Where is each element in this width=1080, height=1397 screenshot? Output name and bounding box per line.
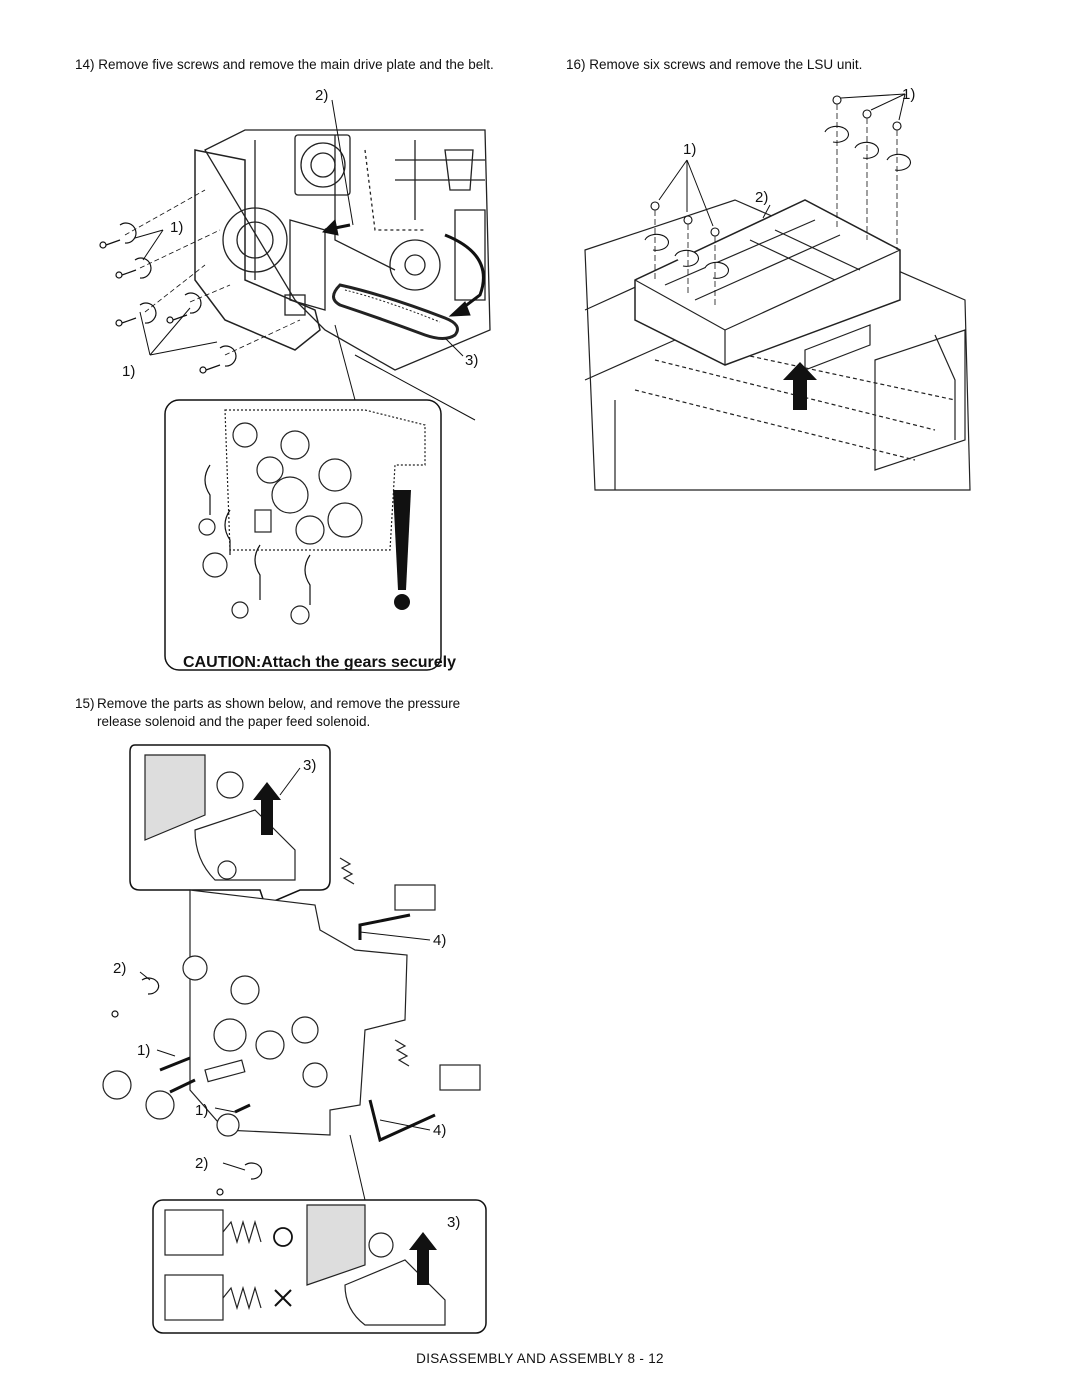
page-footer: DISASSEMBLY AND ASSEMBLY 8 - 12 — [416, 1351, 664, 1366]
callout-screw-lower: 2) — [195, 1155, 208, 1172]
correct-position-icon — [273, 1227, 293, 1247]
lift-arrow-icon — [783, 362, 817, 410]
screw-icons — [99, 222, 237, 374]
figure-lsu-unit: 1) 1) 2) — [575, 80, 975, 500]
machine-frame-illustration — [194, 129, 491, 371]
lsu-frame-illustration — [584, 199, 971, 491]
callout-solenoid-upper: 4) — [433, 932, 446, 949]
incorrect-position-icon — [274, 1289, 292, 1307]
callout-gears-upper: 1) — [137, 1042, 150, 1059]
solenoid-screw-icons — [111, 977, 263, 1196]
gear-assembly-illustration — [198, 409, 426, 625]
figure-solenoids: 3) 4) 2) 1) 1) 4) 2) 3) — [95, 740, 495, 1340]
caution-exclamation-icon — [393, 490, 411, 610]
callout-top-screws: 1) — [902, 86, 915, 103]
figure-main-drive-plate: 2) 1) 1) 3) — [95, 80, 520, 680]
callout-front-screws: 1) — [683, 141, 696, 158]
lift-arrow-icon-lower — [409, 1232, 437, 1285]
callout-solenoid-lower: 4) — [433, 1122, 446, 1139]
step-15-line-2: release solenoid and the paper feed sole… — [97, 714, 371, 729]
callout-belt: 3) — [465, 352, 478, 369]
callout-screw-upper: 2) — [113, 960, 126, 977]
drive-plate-illustration — [102, 857, 481, 1137]
step-15-line-1: Remove the parts as shown below, and rem… — [97, 696, 461, 711]
callout-belt-removal: 2) — [315, 87, 328, 104]
callout-lsu-unit: 2) — [755, 189, 768, 206]
gear-attach-arrows — [204, 464, 311, 605]
lift-arrow-icon-upper — [253, 782, 281, 835]
callout-gears-lower: 1) — [195, 1102, 208, 1119]
step-15-text: 15)Remove the parts as shown below, and … — [75, 695, 515, 731]
callout-upper-lever: 3) — [303, 757, 316, 774]
caution-text: CAUTION:Attach the gears securely — [183, 654, 456, 671]
step-14-text: 14) Remove five screws and remove the ma… — [75, 57, 494, 72]
callout-screws-upper: 1) — [170, 219, 183, 236]
callout-lower-lever: 3) — [447, 1214, 460, 1231]
step-16-text: 16) Remove six screws and remove the LSU… — [566, 57, 863, 72]
spring-position-illustration — [164, 1204, 446, 1326]
callout-screws-lower: 1) — [122, 363, 135, 380]
removal-arrows — [321, 218, 485, 317]
step-15-number: 15) — [75, 696, 95, 711]
